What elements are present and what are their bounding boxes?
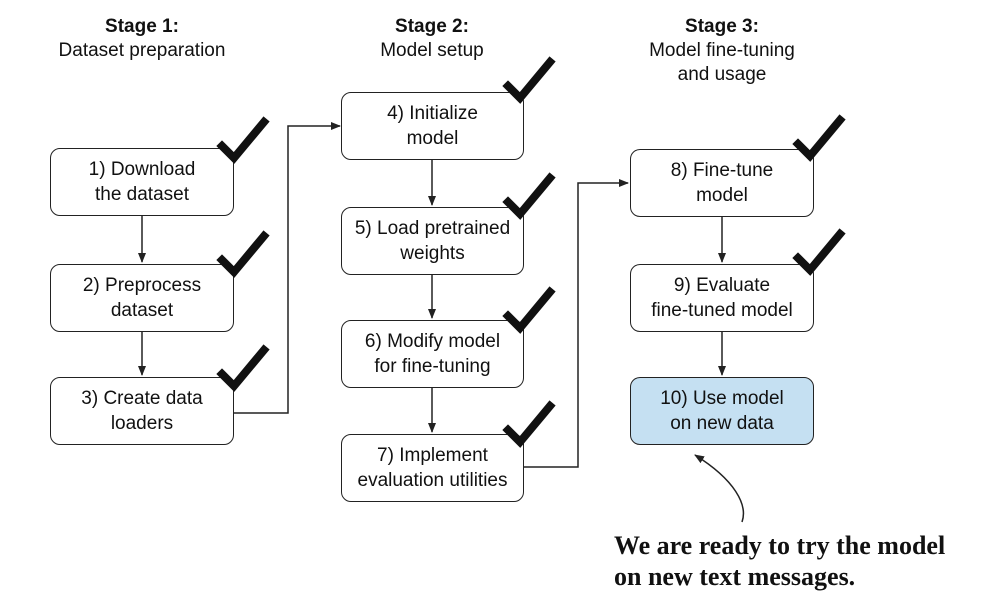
step-create-data-loaders: 3) Create data loaders (50, 377, 234, 445)
stage-3-label: Stage 3: (685, 16, 759, 37)
stage-3-header: Stage 3: Model fine-tuning and usage (592, 15, 852, 87)
checkmark-icon (216, 344, 270, 392)
checkmark-icon (216, 116, 270, 164)
step-6-text: 6) Modify model for fine-tuning (364, 331, 501, 377)
stage-1-subtitle: Dataset preparation (58, 40, 226, 61)
step-5-text: 5) Load pretrained weights (354, 218, 511, 264)
arrow-3-to-4 (234, 122, 341, 414)
step-9-text: 9) Evaluate fine-tuned model (651, 275, 793, 321)
stage-1-header: Stage 1: Dataset preparation (12, 15, 272, 63)
checkmark-icon (502, 400, 556, 448)
arrow-7-to-8 (524, 179, 629, 468)
checkmark-icon (216, 230, 270, 278)
step-7-text: 7) Implement evaluation utilities (357, 445, 508, 491)
stage-3-subtitle: Model fine-tuning and usage (649, 40, 795, 85)
checkmark-icon (502, 56, 556, 104)
callout-pointer (694, 454, 745, 523)
step-evaluate-model: 9) Evaluate fine-tuned model (630, 264, 814, 332)
checkmark-icon (502, 172, 556, 220)
checkmark-icon (792, 228, 846, 276)
step-8-text: 8) Fine-tune model (670, 160, 774, 206)
step-initialize-model: 4) Initialize model (341, 92, 524, 160)
checkmark-icon (792, 114, 846, 162)
step-use-model: 10) Use model on new data (630, 377, 814, 445)
step-preprocess-dataset: 2) Preprocess dataset (50, 264, 234, 332)
step-implement-evaluation: 7) Implement evaluation utilities (341, 434, 524, 502)
step-load-pretrained-weights: 5) Load pretrained weights (341, 207, 524, 275)
stage-2-label: Stage 2: (395, 16, 469, 37)
stage-2-header: Stage 2: Model setup (302, 15, 562, 63)
step-modify-model: 6) Modify model for fine-tuning (341, 320, 524, 388)
checkmark-icon (502, 286, 556, 334)
step-download-dataset: 1) Download the dataset (50, 148, 234, 216)
stage-2-subtitle: Model setup (380, 40, 484, 61)
step-10-text: 10) Use model on new data (660, 388, 784, 434)
step-2-text: 2) Preprocess dataset (82, 275, 202, 321)
step-1-text: 1) Download the dataset (88, 159, 196, 205)
step-fine-tune-model: 8) Fine-tune model (630, 149, 814, 217)
step-3-text: 3) Create data loaders (81, 388, 203, 434)
callout-text: We are ready to try the model on new tex… (614, 531, 946, 591)
step-4-text: 4) Initialize model (387, 103, 478, 149)
stage-1-label: Stage 1: (105, 16, 179, 37)
